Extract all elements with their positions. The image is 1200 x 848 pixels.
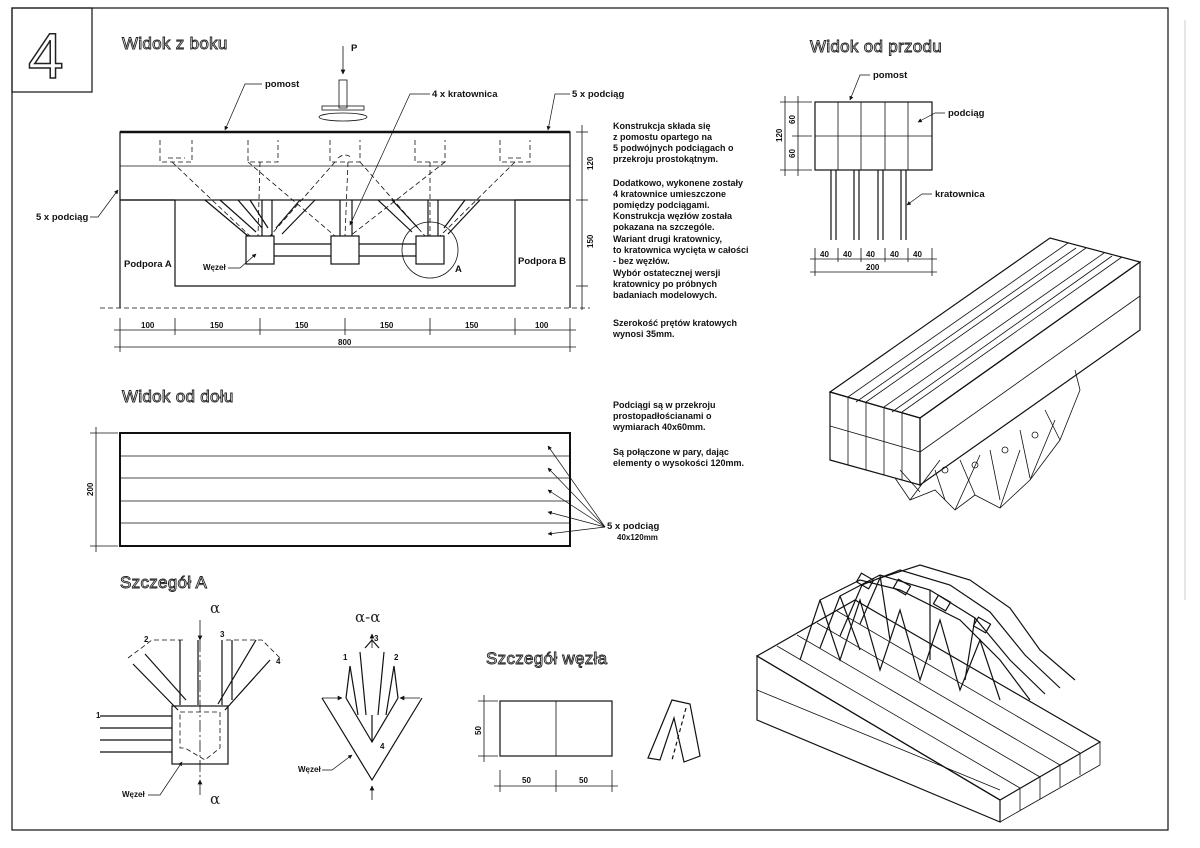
detail-node-label: Węzeł (122, 790, 145, 799)
alpha-top: α (210, 599, 220, 617)
joint-detail: Szczegół węzła 50 50 50 (474, 649, 701, 792)
side-hidden-lines (159, 140, 531, 237)
front-dim-h-2: 40 (843, 250, 852, 259)
joint-dim-h1: 50 (522, 776, 531, 785)
detail-n2: 2 (144, 635, 149, 644)
sheet-frame: 4 (11, 7, 1186, 831)
front-dim-h-4: 40 (890, 250, 899, 259)
note-p2: Dodatkowo, wykonene zostały 4 kratownice… (613, 178, 751, 300)
side-horizontal-dims: 100 150 150 150 150 100 800 (114, 318, 576, 352)
front-dim-v-bot: 60 (788, 149, 797, 158)
front-view-title: Widok od przodu (810, 37, 942, 56)
joint-dim-v: 50 (474, 726, 483, 735)
bottom-dim-v: 200 (86, 482, 95, 496)
side-labels: pomost 4 x kratownica 5 x podciąg 5 x po… (36, 79, 624, 275)
dim-h-6: 100 (535, 321, 549, 330)
front-dim-total: 200 (866, 263, 880, 272)
detail-a-title: Szczegół A (120, 573, 207, 592)
dim-h-1: 100 (141, 321, 155, 330)
support-b-label: Podpora B (518, 256, 566, 267)
trusses-label: 4 x kratownica (432, 89, 498, 100)
bottom-beams-size: 40x120mm (617, 533, 658, 542)
dim-h-5: 150 (465, 321, 479, 330)
bottom-view: Widok od dołu 200 5 x podciąg 40x120mm (86, 387, 659, 552)
support-a-label: Podpora A (124, 259, 172, 270)
beams-left-label: 5 x podciąg (36, 212, 88, 223)
node-label: Węzeł (203, 263, 226, 272)
side-view: Widok z boku P (36, 34, 624, 352)
truss-node-3 (415, 235, 445, 265)
side-view-title: Widok z boku (122, 34, 228, 53)
detail-a: Szczegół A α α 2 3 4 1 Węzeł (96, 573, 283, 808)
iso-truss-below (894, 369, 1081, 511)
front-pomost-label: pomost (873, 70, 908, 81)
isometric-view-bottom (755, 564, 1102, 823)
section-n4: 4 (380, 742, 385, 751)
dim-h-3: 150 (295, 321, 309, 330)
front-dim-v-total: 120 (775, 128, 784, 142)
front-view: Widok od przodu pomost podciąg kratownic… (775, 37, 985, 276)
bottom-beams-label: 5 x podciąg (607, 521, 659, 532)
dim-h-2: 150 (210, 321, 224, 330)
side-supports (100, 199, 590, 309)
front-podciag-label: podciąg (948, 108, 985, 119)
section-n2: 2 (394, 653, 399, 662)
isometric-view-top (828, 237, 1142, 511)
front-dim-h-1: 40 (820, 250, 829, 259)
dim-v-120: 120 (586, 156, 595, 170)
front-kratownica-label: kratownica (935, 189, 985, 200)
note-p1: Konstrukcja składa się z pomostu oparteg… (613, 121, 736, 164)
dim-h-total: 800 (338, 338, 352, 347)
alpha-bottom: α (210, 790, 220, 808)
section-label: α-α (355, 608, 380, 626)
note-p5: Są połączone w pary, dając elementy o wy… (613, 447, 744, 468)
joint-dim-h2: 50 (579, 776, 588, 785)
side-deck (119, 130, 571, 201)
section-alpha: α-α 3 1 2 4 Węzeł (298, 608, 423, 800)
description-notes: Konstrukcja składa się z pomostu oparteg… (612, 121, 751, 468)
sheet-number: 4 (28, 20, 64, 92)
load-plate (318, 79, 368, 122)
section-n3: 3 (374, 634, 379, 643)
note-p3: Szerokość prętów kratowych wynosi 35mm. (612, 318, 740, 339)
bottom-leaders (547, 445, 606, 536)
detail-a-mark: A (455, 264, 462, 275)
note-p4: Podciągi są w przekroju prostopadłościan… (612, 400, 718, 432)
side-vertical-dims: 120 150 (576, 125, 595, 310)
detail-n3: 3 (220, 630, 225, 639)
joint-iso-plate (647, 699, 701, 763)
dim-v-150: 150 (586, 234, 595, 248)
front-dim-v-top: 60 (788, 115, 797, 124)
dim-h-4: 150 (380, 321, 394, 330)
bottom-view-title: Widok od dołu (122, 387, 234, 406)
front-dim-h-5: 40 (913, 250, 922, 259)
iso-trusses-above (799, 564, 1076, 701)
truss-node-1 (245, 235, 275, 265)
joint-detail-title: Szczegół węzła (486, 649, 608, 668)
front-truss-rods (830, 170, 907, 240)
section-n1: 1 (343, 653, 348, 662)
section-node-label: Węzeł (298, 765, 321, 774)
load-label: P (351, 43, 358, 54)
front-dim-h-3: 40 (866, 250, 875, 259)
pomost-label: pomost (265, 79, 300, 90)
truss-node-2 (330, 235, 360, 265)
side-truss (204, 199, 481, 279)
beams-top-label: 5 x podciąg (572, 89, 624, 100)
detail-a-circle (401, 221, 459, 279)
detail-n4: 4 (276, 657, 281, 666)
detail-n1: 1 (96, 711, 101, 720)
